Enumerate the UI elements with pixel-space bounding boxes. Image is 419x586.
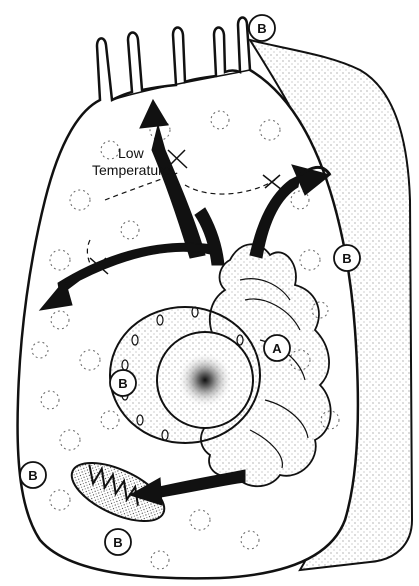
svg-text:B: B — [28, 468, 37, 483]
annotation-temperature: Temperature — [92, 162, 171, 178]
svg-text:B: B — [257, 21, 266, 36]
label-mitochondrion: B — [105, 529, 131, 555]
annotation-low: Low — [118, 145, 145, 161]
nucleolus — [177, 352, 233, 408]
label-right-side: B — [334, 245, 360, 271]
label-cell-surface: B — [249, 15, 275, 41]
label-golgi: A — [264, 335, 290, 361]
svg-text:B: B — [118, 376, 127, 391]
svg-text:B: B — [113, 535, 122, 550]
label-left-cytoplasm: B — [20, 462, 46, 488]
label-nucleus: B — [110, 370, 136, 396]
svg-text:B: B — [342, 251, 351, 266]
svg-text:A: A — [272, 341, 282, 356]
